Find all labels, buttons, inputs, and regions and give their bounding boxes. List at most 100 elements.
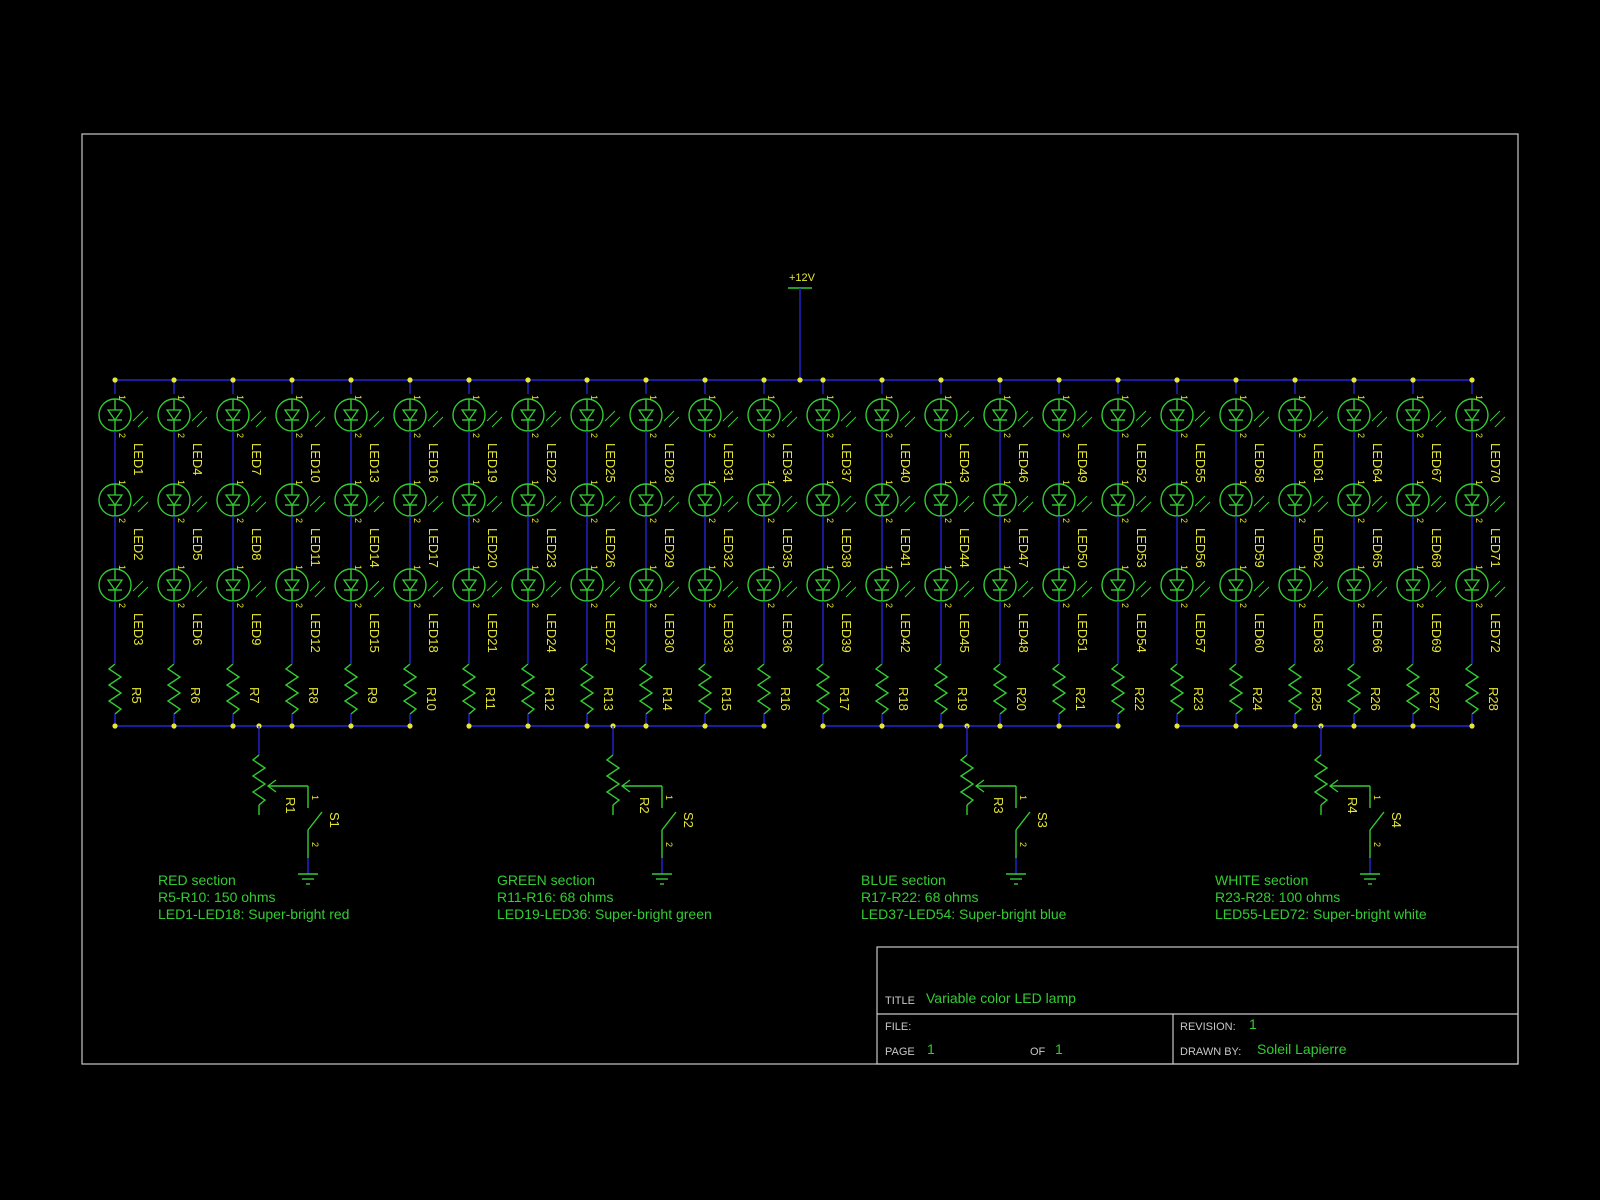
junction-dot bbox=[348, 723, 354, 729]
led-label: LED46 bbox=[1016, 443, 1031, 483]
pin-number: 2 bbox=[294, 433, 304, 438]
resistor: R13 bbox=[579, 663, 616, 715]
title-block bbox=[876, 946, 1519, 1065]
led-light-arrow bbox=[1017, 580, 1029, 592]
resistor-zigzag bbox=[1346, 663, 1362, 715]
led-light-arrow bbox=[1253, 580, 1265, 592]
led-diode-triangle bbox=[283, 579, 301, 592]
pin-number: 2 bbox=[1061, 518, 1071, 523]
resistor-zigzag bbox=[343, 663, 359, 715]
junction-dot bbox=[1469, 377, 1475, 383]
led-diode-triangle bbox=[342, 579, 360, 592]
led-label: LED12 bbox=[308, 613, 323, 653]
junction-dot bbox=[643, 723, 649, 729]
pin-number: 2 bbox=[1297, 433, 1307, 438]
pin-number: 2 bbox=[117, 433, 127, 438]
led-light-arrow bbox=[604, 580, 616, 592]
pin-number: 2 bbox=[648, 518, 658, 523]
pin-number: 1 bbox=[294, 395, 304, 400]
section-note: GREEN section bbox=[497, 872, 595, 888]
led-diode-triangle bbox=[1345, 494, 1363, 507]
led-light-arrow bbox=[1494, 501, 1506, 513]
led-diode-triangle bbox=[1286, 494, 1304, 507]
page-value: 1 bbox=[927, 1041, 935, 1057]
pin-number: 2 bbox=[530, 603, 540, 608]
led-diode-triangle bbox=[1345, 579, 1363, 592]
led-light-arrow bbox=[663, 580, 675, 592]
led-diode-triangle bbox=[106, 409, 124, 422]
junction-dot bbox=[1469, 723, 1475, 729]
led-label: LED69 bbox=[1429, 613, 1444, 653]
led-light-arrow bbox=[1017, 410, 1029, 422]
led-label: LED13 bbox=[367, 443, 382, 483]
led-label: LED18 bbox=[426, 613, 441, 653]
led-label: LED68 bbox=[1429, 528, 1444, 568]
pin-number: 2 bbox=[117, 603, 127, 608]
led-light-arrow bbox=[132, 495, 144, 507]
led-light-arrow bbox=[550, 501, 562, 513]
pin-number: 1 bbox=[1297, 565, 1307, 570]
pin-number: 2 bbox=[412, 603, 422, 608]
led-light-arrow bbox=[1376, 501, 1388, 513]
led-label: LED45 bbox=[957, 613, 972, 653]
led-light-arrow bbox=[668, 501, 680, 513]
led-diode-triangle bbox=[873, 579, 891, 592]
pin-number: 2 bbox=[884, 603, 894, 608]
led-light-arrow bbox=[958, 580, 970, 592]
led-label: LED66 bbox=[1370, 613, 1385, 653]
section-note: R17-R22: 68 ohms bbox=[861, 889, 979, 905]
pin-number: 2 bbox=[117, 518, 127, 523]
resistor-label: R20 bbox=[1014, 687, 1029, 711]
led-light-arrow bbox=[132, 410, 144, 422]
pin-number: 2 bbox=[1120, 433, 1130, 438]
pin-number: 1 bbox=[1238, 480, 1248, 485]
led-diode-triangle bbox=[755, 409, 773, 422]
led-light-arrow bbox=[1199, 501, 1211, 513]
pin-number: 2 bbox=[648, 433, 658, 438]
switch-label: S2 bbox=[681, 812, 696, 828]
led-light-arrow bbox=[1081, 586, 1093, 598]
junction-dot bbox=[761, 723, 767, 729]
pin-number: 1 bbox=[235, 395, 245, 400]
resistor: R26 bbox=[1346, 663, 1383, 715]
led-diode-triangle bbox=[932, 494, 950, 507]
pin-number: 1 bbox=[1415, 565, 1425, 570]
led-diode-triangle bbox=[755, 579, 773, 592]
pin-number: 1 bbox=[176, 565, 186, 570]
led-light-arrow bbox=[427, 495, 439, 507]
pin-number: 2 bbox=[589, 433, 599, 438]
resistor-label: R12 bbox=[542, 687, 557, 711]
pin-number: 1 bbox=[176, 480, 186, 485]
pin-number: 1 bbox=[1120, 395, 1130, 400]
led-label: LED40 bbox=[898, 443, 913, 483]
junction-dot bbox=[1115, 723, 1121, 729]
resistor: R16 bbox=[756, 663, 793, 715]
led-diode-triangle bbox=[519, 409, 537, 422]
led-light-arrow bbox=[1258, 586, 1270, 598]
pin-number: 1 bbox=[1474, 395, 1484, 400]
junction-dot bbox=[1410, 377, 1416, 383]
resistor: R6 bbox=[166, 663, 203, 715]
pin-number: 1 bbox=[1415, 480, 1425, 485]
pin-number: 1 bbox=[530, 395, 540, 400]
led-label: LED10 bbox=[308, 443, 323, 483]
led-diode-triangle bbox=[814, 409, 832, 422]
led-light-arrow bbox=[491, 416, 503, 428]
led-label: LED11 bbox=[308, 528, 323, 567]
revision-value: 1 bbox=[1249, 1016, 1257, 1032]
resistor-zigzag bbox=[1287, 663, 1303, 715]
led-label: LED54 bbox=[1134, 613, 1149, 653]
led-light-arrow bbox=[1081, 501, 1093, 513]
pin-number: 1 bbox=[825, 395, 835, 400]
led-label: LED47 bbox=[1016, 528, 1031, 568]
led-light-arrow bbox=[786, 586, 798, 598]
led-light-arrow bbox=[1076, 580, 1088, 592]
pin-number: 2 bbox=[648, 603, 658, 608]
